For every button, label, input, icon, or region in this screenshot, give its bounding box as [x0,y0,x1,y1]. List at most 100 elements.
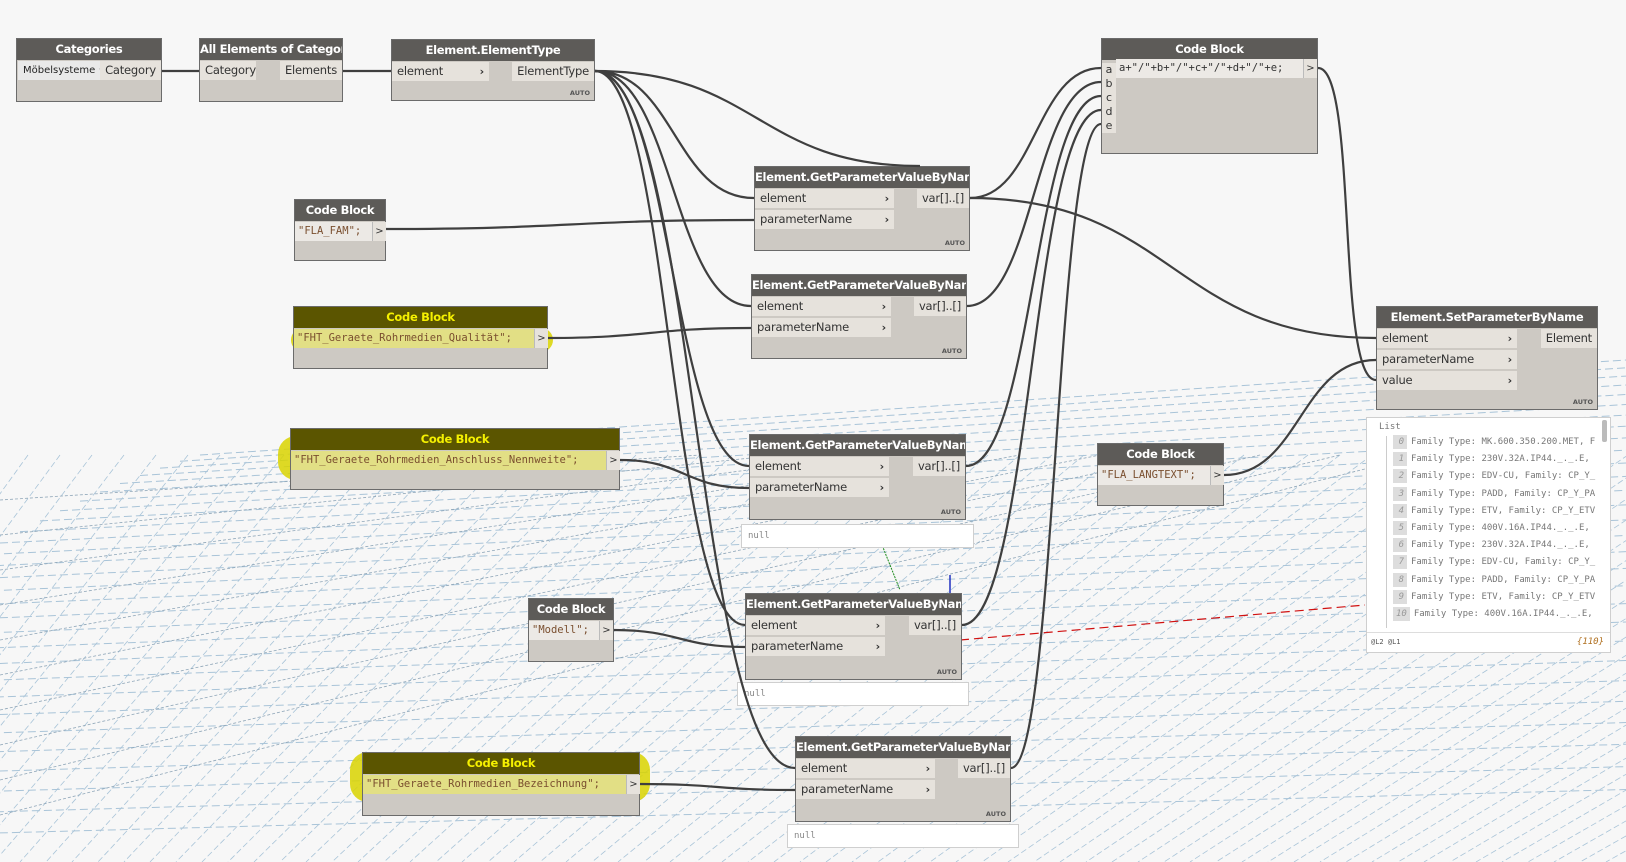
get-parameter-value-node-1[interactable]: Element.GetParameterValueByName element›… [754,166,970,251]
output-port-category[interactable]: Category [100,61,161,80]
code-editor[interactable]: "FHT_Geraete_Rohrmedien_Qualität"; [294,329,534,348]
output-port-var[interactable]: var[]..[] [916,189,969,208]
chevron-right-icon: › [879,460,885,473]
wire[interactable] [961,108,1102,627]
input-port-parametername[interactable]: parameterName› [750,478,889,497]
code-block-node-qualitaet[interactable]: Code Block "FHT_Geraete_Rohrmedien_Quali… [293,306,548,369]
wire[interactable] [619,458,750,490]
node-title: Element.GetParameterValueByName [755,167,969,188]
categories-node[interactable]: Categories Möbelsysteme v Category [16,38,162,102]
get-parameter-value-node-5[interactable]: Element.GetParameterValueByName element›… [795,736,1011,822]
output-port[interactable]: > [1303,59,1317,78]
input-port-a[interactable]: a [1102,63,1116,77]
grid-line [0,454,125,618]
grid-line [0,454,189,692]
input-port-element[interactable]: element› [755,189,894,208]
element-elementtype-node[interactable]: Element.ElementType element› ElementType… [391,39,595,101]
code-editor[interactable]: a+"/"+b+"/"+c+"/"+d+"/"+e; [1116,59,1303,78]
wire[interactable] [1317,66,1377,382]
grid-line [1241,618,1626,862]
input-port-element[interactable]: element› [796,759,935,778]
output-port-elementtype[interactable]: ElementType [512,62,594,81]
output-port[interactable]: > [534,329,548,348]
input-port-category[interactable]: Category [200,61,256,80]
wire[interactable] [965,94,1102,468]
get-parameter-value-node-3[interactable]: Element.GetParameterValueByName element›… [749,434,966,520]
input-port-value[interactable]: value› [1377,371,1517,390]
input-port-parametername[interactable]: parameterName› [1377,350,1517,369]
output-port[interactable]: > [626,775,640,794]
output-port-element[interactable]: Element [1540,329,1597,348]
code-editor[interactable]: "FHT_Geraete_Rohrmedien_Bezeichnung"; [363,775,626,794]
input-port-b[interactable]: b [1102,77,1116,91]
input-port-element[interactable]: element› [752,297,891,316]
input-port-element[interactable]: element› [392,62,489,81]
input-port-parametername[interactable]: parameterName› [796,780,935,799]
grid-line [0,454,157,656]
list-levels[interactable]: @L2 @L1 [1371,638,1401,646]
output-port[interactable]: > [599,621,613,640]
input-port-element[interactable]: element› [750,457,889,476]
grid-line [0,454,1261,746]
wire[interactable] [594,69,755,200]
code-editor[interactable]: "FHT_Geraete_Rohrmedien_Anschluss_Nennwe… [291,451,606,470]
code-block-node-bezeichnung[interactable]: Code Block "FHT_Geraete_Rohrmedien_Bezei… [362,752,640,816]
get-parameter-value-node-2[interactable]: Element.GetParameterValueByName element›… [751,274,967,359]
set-parameter-by-name-node[interactable]: Element.SetParameterByName element› para… [1376,306,1598,410]
wire[interactable] [547,326,752,340]
all-elements-of-category-node[interactable]: All Elements of Category Category Elemen… [199,38,343,102]
wire[interactable] [594,69,921,168]
output-port-elements[interactable]: Elements [279,61,342,80]
wire[interactable] [594,69,796,770]
code-block-node-modell[interactable]: Code Block "Modell"; > [528,598,614,662]
wire[interactable] [969,66,1102,200]
wire[interactable] [1010,122,1102,770]
wire[interactable] [613,628,746,649]
input-port-e[interactable]: e [1102,119,1116,133]
wire[interactable] [594,69,746,627]
code-block-node-nennweite[interactable]: Code Block "FHT_Geraete_Rohrmedien_Ansch… [290,428,620,490]
input-port-element[interactable]: element› [746,616,885,635]
input-port-element[interactable]: element› [1377,329,1517,348]
code-block-node-langtext[interactable]: Code Block "FLA_LANGTEXT"; > [1097,443,1224,506]
code-block-node-concat[interactable]: Code Block a b c d e a+"/"+b+"/"+c+"/"+d… [1101,38,1318,154]
code-editor[interactable]: "FLA_LANGTEXT"; [1098,466,1210,485]
wire[interactable] [385,218,755,231]
input-port-parametername[interactable]: parameterName› [752,318,891,337]
code-block-node-fla-fam[interactable]: Code Block "FLA_FAM"; > [294,199,386,261]
output-port[interactable]: > [606,451,620,470]
output-port-var[interactable]: var[]..[] [913,297,966,316]
scrollbar[interactable] [1602,420,1607,442]
output-port-var[interactable]: var[]..[] [908,616,961,635]
wire[interactable] [639,782,796,792]
output-port[interactable]: > [1210,466,1224,485]
code-editor[interactable]: "FLA_FAM"; [295,222,372,241]
output-port[interactable]: > [372,222,386,241]
input-port-d[interactable]: d [1102,105,1116,119]
wire[interactable] [594,69,752,308]
wire[interactable] [966,80,1102,308]
input-port-parametername[interactable]: parameterName› [755,210,894,229]
wire[interactable] [1223,358,1377,477]
grid-line [1163,560,1626,862]
output-port-var[interactable]: var[]..[] [957,759,1010,778]
output-port-var[interactable]: var[]..[] [912,457,965,476]
input-port-parametername[interactable]: parameterName› [746,637,885,656]
wire[interactable] [969,196,1377,340]
input-port-c[interactable]: c [1102,91,1116,105]
get-parameter-value-node-4[interactable]: Element.GetParameterValueByName element›… [745,593,962,680]
code-editor[interactable]: "Modell"; [529,621,599,640]
